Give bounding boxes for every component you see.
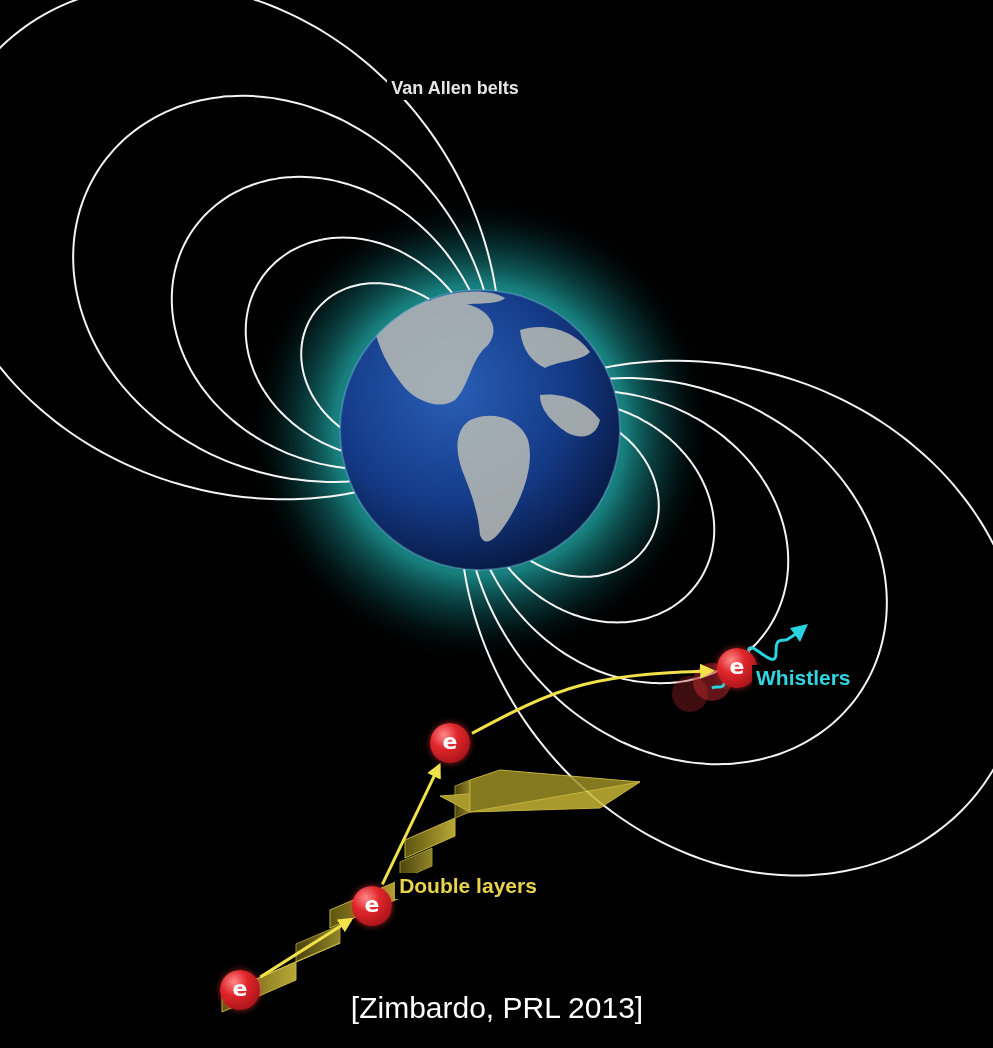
field-lines xyxy=(0,0,993,876)
citation-caption: [Zimbardo, PRL 2013] xyxy=(347,991,647,1025)
figure-label: Van Allen belts xyxy=(387,77,522,100)
double-layer-steps xyxy=(222,770,640,1012)
figure-label: Double layers xyxy=(395,873,541,899)
earth-globe xyxy=(340,290,620,570)
electron-symbol: e xyxy=(233,978,248,1000)
motion-arrow xyxy=(260,919,351,977)
electron-ball: e xyxy=(717,648,757,688)
motion-arrow xyxy=(472,671,712,734)
electron-symbol: e xyxy=(730,656,745,678)
electron-ball: e xyxy=(430,723,470,763)
figure-label: Whistlers xyxy=(752,665,855,691)
motion-arrow xyxy=(382,766,439,885)
electron-symbol: e xyxy=(365,894,380,916)
electron-ball: e xyxy=(220,970,260,1010)
radiation-glow xyxy=(245,195,715,665)
electron-symbol: e xyxy=(443,731,458,753)
electron-ball: e xyxy=(352,886,392,926)
